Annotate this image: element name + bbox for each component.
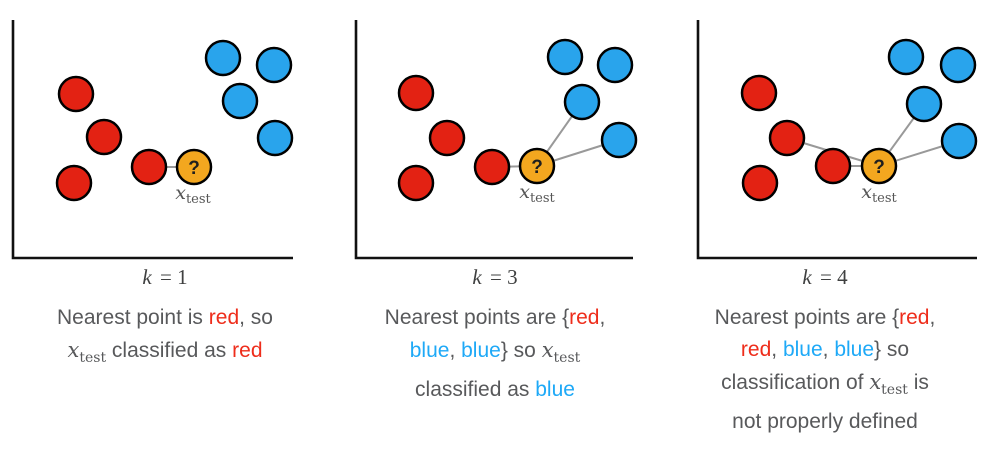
blue-data-point	[939, 46, 977, 84]
question-mark-icon: ?	[188, 158, 200, 179]
red-data-point	[57, 75, 95, 113]
caption-line: Nearest point is red, so	[6, 302, 324, 334]
caption-word-blue: blue	[834, 338, 875, 361]
caption-text: is	[907, 371, 929, 394]
blue-data-point	[256, 119, 294, 157]
caption-line: xtest classified as red	[6, 334, 324, 374]
question-mark-icon: ?	[531, 157, 543, 178]
caption-text: } so	[500, 339, 542, 362]
panel-k3: ?xtest k = 3 Nearest points are {red,blu…	[330, 0, 660, 438]
blue-data-point	[940, 122, 978, 160]
red-data-point	[397, 74, 435, 112]
caption-word-red: red	[569, 306, 600, 329]
blue-data-point	[204, 39, 242, 77]
caption: Nearest points are {red,blue, blue} so x…	[330, 302, 660, 406]
caption-text: ,	[822, 338, 835, 361]
k-label: k = 4	[660, 264, 990, 290]
x-test-label: xtest	[175, 182, 211, 207]
caption-line: red, blue, blue} so	[666, 334, 984, 366]
red-data-point	[473, 148, 511, 186]
panel-k4: ?xtest k = 4 Nearest points are {red,red…	[660, 0, 990, 438]
caption-line: Nearest points are {red,	[336, 302, 654, 334]
x-test-inline: xtest	[541, 338, 581, 366]
axes	[354, 20, 633, 260]
red-data-point	[768, 119, 806, 157]
caption-word-red: red	[208, 306, 240, 329]
caption-text: , so	[239, 306, 273, 329]
caption-word-blue: blue	[461, 339, 501, 362]
caption-text: classified as	[415, 378, 536, 401]
caption-text: ,	[929, 306, 936, 329]
k-symbol: k	[472, 265, 482, 289]
caption-text: ,	[449, 339, 462, 362]
caption-text: } so	[874, 338, 910, 361]
caption-text: classification of	[721, 371, 870, 394]
k-symbol: k	[802, 265, 812, 289]
caption-text: Nearest points are {	[384, 306, 570, 329]
red-data-point	[55, 164, 93, 202]
caption-text: ,	[771, 338, 783, 361]
x-test-inline: xtest	[869, 370, 908, 398]
query-point	[518, 147, 556, 185]
blue-data-point	[255, 46, 293, 84]
k-value: = 3	[484, 265, 518, 289]
caption-text: Nearest points are {	[714, 306, 900, 329]
caption-word-blue: blue	[535, 378, 575, 401]
axes	[696, 20, 977, 260]
caption-line: classified as blue	[336, 374, 654, 406]
blue-data-point	[546, 38, 584, 76]
caption-text: Nearest point is	[57, 306, 209, 329]
k-value: = 4	[814, 265, 848, 289]
axes	[11, 20, 293, 260]
caption-word-red: red	[232, 339, 263, 362]
red-data-point	[428, 119, 466, 157]
caption-line: classification of xtest is	[666, 366, 984, 406]
k-symbol: k	[142, 265, 152, 289]
x-test-inline: xtest	[67, 338, 107, 366]
knn-scatter-plot: ? xtest	[354, 20, 638, 260]
query-point	[860, 147, 898, 185]
k-label: k = 3	[330, 264, 660, 290]
red-data-point	[85, 118, 123, 156]
red-data-point	[397, 164, 435, 202]
caption-line: not properly defined	[666, 406, 984, 438]
caption-text: classified as	[106, 339, 233, 362]
caption-word-blue: blue	[782, 338, 823, 361]
question-mark-icon: ?	[873, 157, 885, 178]
caption-text: ,	[599, 306, 606, 329]
x-test-label: xtest	[861, 181, 897, 206]
blue-data-point	[563, 83, 601, 121]
caption-line: blue, blue} so xtest	[336, 334, 654, 374]
blue-data-point	[887, 38, 925, 76]
blue-data-point	[596, 46, 634, 84]
query-point	[175, 148, 213, 186]
blue-data-point	[600, 121, 638, 159]
blue-data-point	[221, 82, 259, 120]
k-value: = 1	[154, 265, 188, 289]
blue-data-point	[905, 85, 943, 123]
red-data-point	[130, 148, 168, 186]
k-label: k = 1	[0, 264, 330, 290]
red-data-point	[814, 147, 852, 185]
red-data-point	[740, 74, 778, 112]
knn-scatter-plot: ? xtest	[11, 20, 294, 260]
caption-text: not properly defined	[732, 410, 918, 433]
caption: Nearest points are {red,red, blue, blue}…	[660, 302, 990, 438]
caption-word-blue: blue	[409, 339, 450, 362]
x-test-label: xtest	[519, 181, 555, 206]
knn-scatter-plot: ? xtest	[696, 20, 978, 260]
caption-line: Nearest points are {red,	[666, 302, 984, 334]
caption-word-red: red	[899, 306, 930, 329]
red-data-point	[741, 164, 779, 202]
caption-word-red: red	[740, 338, 772, 361]
